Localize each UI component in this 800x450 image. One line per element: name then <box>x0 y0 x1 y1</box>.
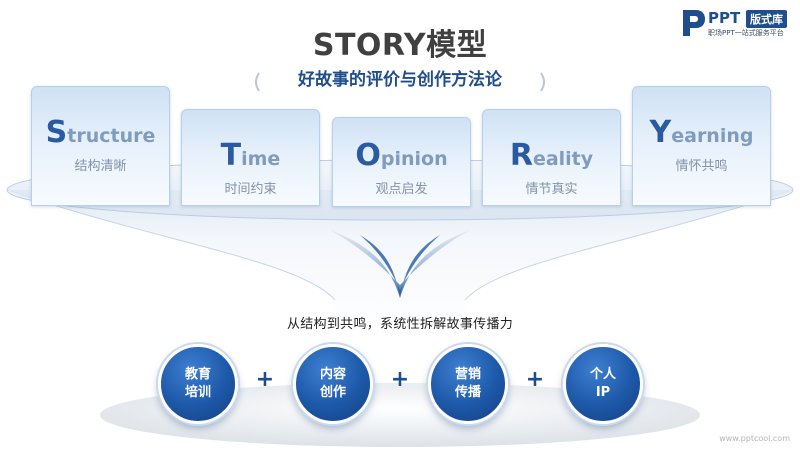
brand-logo: PPT 版式库 职场PPT一站式服务平台 <box>680 8 795 40</box>
card-word: Reality <box>483 138 620 173</box>
plus-sign: + <box>255 367 275 392</box>
card-rest: pinion <box>380 148 448 170</box>
bracket-right-decoration <box>523 69 545 95</box>
card-rest: tructure <box>67 125 156 147</box>
circle-content: 内容 创作 <box>293 344 373 424</box>
card-initial: Y <box>649 115 672 150</box>
bracket-left-decoration <box>255 69 277 95</box>
funnel-caption: 从结构到共鸣，系统性拆解故事传播力 <box>286 317 514 332</box>
card-initial: S <box>45 115 68 150</box>
card-word: Structure <box>32 115 169 150</box>
card-reality: Reality 情节真实 <box>482 109 621 206</box>
card-word: Time <box>182 138 319 173</box>
circle-line2: IP <box>595 385 611 400</box>
circle-marketing: 营销 传播 <box>428 344 508 424</box>
card-rest: earning <box>671 125 754 147</box>
plus-sign: + <box>390 367 410 392</box>
card-structure: Structure 结构清晰 <box>31 86 170 206</box>
card-desc: 结构清晰 <box>74 159 127 174</box>
card-opinion: Opinion 观点启发 <box>332 117 471 207</box>
circle-education: 教育 培训 <box>158 344 238 424</box>
circle-line1: 营销 <box>454 367 481 382</box>
circle-line2: 创作 <box>319 385 346 400</box>
circle-line1: 个人 <box>589 367 616 382</box>
plus-sign: + <box>525 367 545 392</box>
card-word: Opinion <box>333 138 470 173</box>
subtitle-group: 好故事的评价与创作方法论 <box>255 66 545 95</box>
card-rest: ime <box>241 148 281 170</box>
circle-personal-ip: 个人 IP <box>563 344 643 424</box>
card-initial: T <box>220 138 242 173</box>
card-desc: 观点启发 <box>375 182 428 197</box>
logo-tagline: 职场PPT一站式服务平台 <box>708 29 784 37</box>
card-rest: eality <box>532 148 594 170</box>
card-time: Time 时间约束 <box>181 109 320 206</box>
card-initial: O <box>355 138 381 173</box>
page-title: STORY模型 <box>312 28 488 63</box>
logo-brand: PPT <box>708 9 741 27</box>
logo-badge: 版式库 <box>746 10 787 28</box>
page-subtitle: 好故事的评价与创作方法论 <box>298 70 502 90</box>
circle-line2: 培训 <box>184 385 211 400</box>
circle-line1: 教育 <box>184 367 211 382</box>
card-initial: R <box>509 138 533 173</box>
card-word: Yearning <box>633 115 770 150</box>
card-yearning: Yearning 情怀共鸣 <box>632 86 771 206</box>
circle-line2: 传播 <box>454 385 481 400</box>
logo-mark-icon <box>683 10 705 36</box>
card-desc: 情节真实 <box>525 182 578 197</box>
circle-line1: 内容 <box>319 367 346 382</box>
card-desc: 时间约束 <box>224 182 277 197</box>
card-desc: 情怀共鸣 <box>675 159 728 174</box>
watermark: www.pptcool.com <box>719 434 790 443</box>
